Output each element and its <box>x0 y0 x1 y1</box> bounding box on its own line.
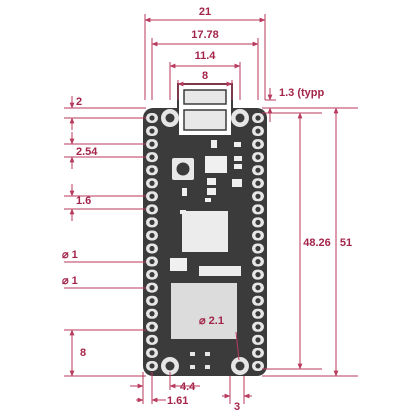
pin-hole <box>255 363 261 369</box>
smd-component <box>170 258 187 271</box>
pin-hole <box>149 154 155 160</box>
dim-top-pin-offset: 2 <box>76 96 82 108</box>
dim-connector-width: 8 <box>202 70 208 82</box>
smd-component <box>232 179 242 187</box>
dim-mount-hole-spacing: 11.4 <box>195 50 217 62</box>
smd-component <box>234 164 242 169</box>
rp2040-chip-icon <box>182 211 228 252</box>
dimension-lines <box>64 14 358 404</box>
dim-board-thickness: 1.6 <box>76 195 91 207</box>
pin-hole <box>255 245 261 252</box>
dim-header-span: 17.78 <box>191 29 219 41</box>
dim-test-pad-offset: 4.4 <box>180 381 196 393</box>
pin-hole <box>255 180 261 186</box>
debug-pad <box>205 365 210 369</box>
pin-hole <box>255 141 261 147</box>
pin-hole <box>255 311 261 317</box>
rf-shield <box>171 283 237 339</box>
regulator-component <box>205 156 227 173</box>
pin-hole <box>149 180 155 186</box>
pin-hole <box>149 298 155 304</box>
mounting-hole-icon <box>161 357 179 375</box>
pin-hole <box>255 219 261 225</box>
flash-chip <box>199 266 241 276</box>
dim-pad-width: 3 <box>234 401 240 413</box>
pin-hole <box>149 115 155 121</box>
pin-hole <box>149 128 155 134</box>
dim-pin-hole-dia-a: ⌀ 1 <box>62 249 78 261</box>
pin-hole <box>255 272 261 278</box>
dim-overall-length: 51 <box>340 237 352 249</box>
pin-hole <box>149 337 155 343</box>
pin-hole <box>149 245 155 252</box>
pin-hole <box>255 324 261 330</box>
pin-hole <box>149 285 155 291</box>
pin-hole <box>255 128 261 134</box>
pin-hole <box>149 232 155 239</box>
dim-mount-hole-offset: 1.3 (typp <box>279 87 325 99</box>
smd-component <box>205 198 211 202</box>
right-pin-header <box>252 113 264 371</box>
usb-connector <box>177 83 233 137</box>
pin-hole <box>255 298 261 304</box>
smd-component <box>182 188 187 196</box>
dim-edge-offset: 1.61 <box>167 395 188 407</box>
dim-bottom-offset: 8 <box>80 347 86 359</box>
pin-hole <box>255 337 261 343</box>
pin-hole <box>255 154 261 160</box>
left-pin-header <box>146 113 158 371</box>
pin-hole <box>255 350 261 356</box>
pin-hole <box>149 324 155 330</box>
bootsel-button-icon <box>172 158 194 180</box>
pin-hole <box>255 206 261 212</box>
pin-hole <box>149 272 155 278</box>
pin-hole <box>149 193 155 199</box>
dim-overall-width: 21 <box>199 6 211 18</box>
pin-hole <box>149 141 155 147</box>
pin-hole <box>255 193 261 199</box>
pin-hole <box>255 285 261 291</box>
pin-hole <box>255 115 261 121</box>
pin-hole <box>149 167 155 173</box>
smd-component <box>207 178 216 185</box>
pin-hole <box>255 258 261 265</box>
dim-pin-row-length: 48.26 <box>303 237 331 249</box>
smd-component <box>234 156 242 161</box>
pin-hole <box>149 311 155 317</box>
dim-pin-hole-dia-b: ⌀ 1 <box>62 275 78 287</box>
mounting-hole-icon <box>161 109 179 127</box>
smd-component <box>211 140 217 148</box>
dim-mount-hole-dia: ⌀ 2.1 <box>199 315 224 327</box>
pin-hole <box>255 232 261 239</box>
smd-component <box>207 188 216 195</box>
pin-hole <box>149 206 155 212</box>
pin-hole <box>149 219 155 225</box>
debug-pad <box>205 352 210 356</box>
mounting-hole-icon <box>231 357 249 375</box>
dim-pin-pitch: 2.54 <box>76 146 98 158</box>
mounting-hole-icon <box>231 109 249 127</box>
pin-hole <box>149 350 155 356</box>
pin-hole <box>255 167 261 173</box>
debug-pad <box>190 352 195 356</box>
pin-hole <box>149 363 155 369</box>
smd-component <box>234 142 241 147</box>
pin-hole <box>149 258 155 265</box>
debug-pad <box>190 365 195 369</box>
